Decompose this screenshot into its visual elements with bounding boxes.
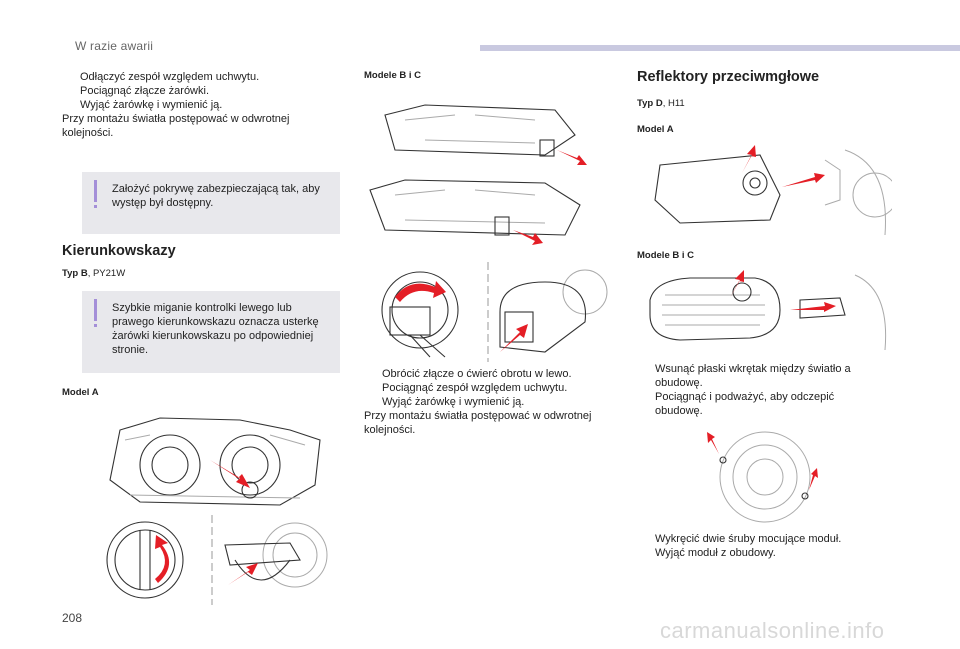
list-item: Pociągnąć złącze żarówki.	[62, 84, 342, 98]
bullet-box-icon	[364, 367, 382, 381]
bullet-box-icon	[637, 362, 655, 390]
list-item: Odłączyć zespół względem uchwytu.	[62, 70, 342, 84]
type-label: Typ B, PY21W	[62, 268, 126, 279]
list-item: Pociągnąć zespół względem uchwytu.	[364, 381, 604, 395]
headlamp-model-bc-illustration	[369, 104, 587, 245]
type-label: Typ D, H11	[637, 98, 685, 109]
list-item: Wykręcić dwie śruby mocujące moduł.	[637, 532, 877, 546]
info-box-turn-signal: Szybkie miganie kontrolki lewego lub pra…	[82, 291, 340, 373]
bullet-box-icon	[62, 98, 80, 112]
col3-steps2: Wykręcić dwie śruby mocujące moduł. Wyją…	[637, 532, 877, 560]
model-a-label: Model A	[62, 387, 99, 398]
bullet-box-icon	[364, 395, 382, 409]
note-text: Przy montażu światła postępować w odwrot…	[364, 410, 592, 436]
bulb-cap-illustration	[106, 515, 328, 605]
list-item: Wyjąć żarówkę i wymienić ją.	[62, 98, 342, 112]
col3-steps1: Wsunąć płaski wkrętak między światło a o…	[637, 362, 877, 418]
list-item: Wyjąć moduł z obudowy.	[637, 546, 877, 560]
bullet-box-icon	[637, 532, 655, 546]
model-bc-label: Modele B i C	[364, 70, 422, 81]
bullet-box-icon	[637, 546, 655, 560]
list-item: Pociągnąć i podważyć, aby odczepić obudo…	[637, 390, 877, 418]
section-title: W razie awarii	[75, 39, 154, 53]
info-marker-icon	[94, 299, 97, 321]
bullet-box-icon	[62, 84, 80, 98]
fog-lamp-model-a-illustration	[654, 145, 892, 236]
model-bc-label: Modele B i C	[637, 250, 695, 261]
bullet-box-icon	[364, 381, 382, 395]
model-a-label: Model A	[637, 124, 674, 135]
info-marker-icon	[94, 180, 97, 202]
list-item: Obrócić złącze o ćwierć obrotu w lewo.	[364, 367, 604, 381]
info-box-cover: Założyć pokrywę zabezpieczającą tak, aby…	[82, 172, 340, 234]
fog-module-screws-illustration	[707, 431, 818, 523]
bullet-box-icon	[637, 390, 655, 418]
connector-rotate-illustration	[381, 262, 608, 362]
header-accent-bar	[480, 45, 960, 51]
headlamp-model-a-illustration	[109, 417, 321, 506]
note-text: Przy montażu światła postępować w odwrot…	[62, 113, 290, 139]
bullet-box-icon	[62, 70, 80, 84]
heading-turn-signals: Kierunkowskazy	[62, 243, 176, 259]
heading-fog-lamps: Reflektory przeciwmgłowe	[637, 69, 820, 85]
page-number: 208	[62, 611, 83, 625]
fog-lamp-model-bc-illustration	[649, 270, 887, 351]
col1-steps-top: Odłączyć zespół względem uchwytu. Pociąg…	[62, 70, 342, 140]
watermark: carmanualsonline.info	[660, 618, 885, 643]
list-item: Wsunąć płaski wkrętak między światło a o…	[637, 362, 877, 390]
list-item: Wyjąć żarówkę i wymienić ją.	[364, 395, 604, 409]
col2-steps: Obrócić złącze o ćwierć obrotu w lewo. P…	[364, 367, 604, 437]
